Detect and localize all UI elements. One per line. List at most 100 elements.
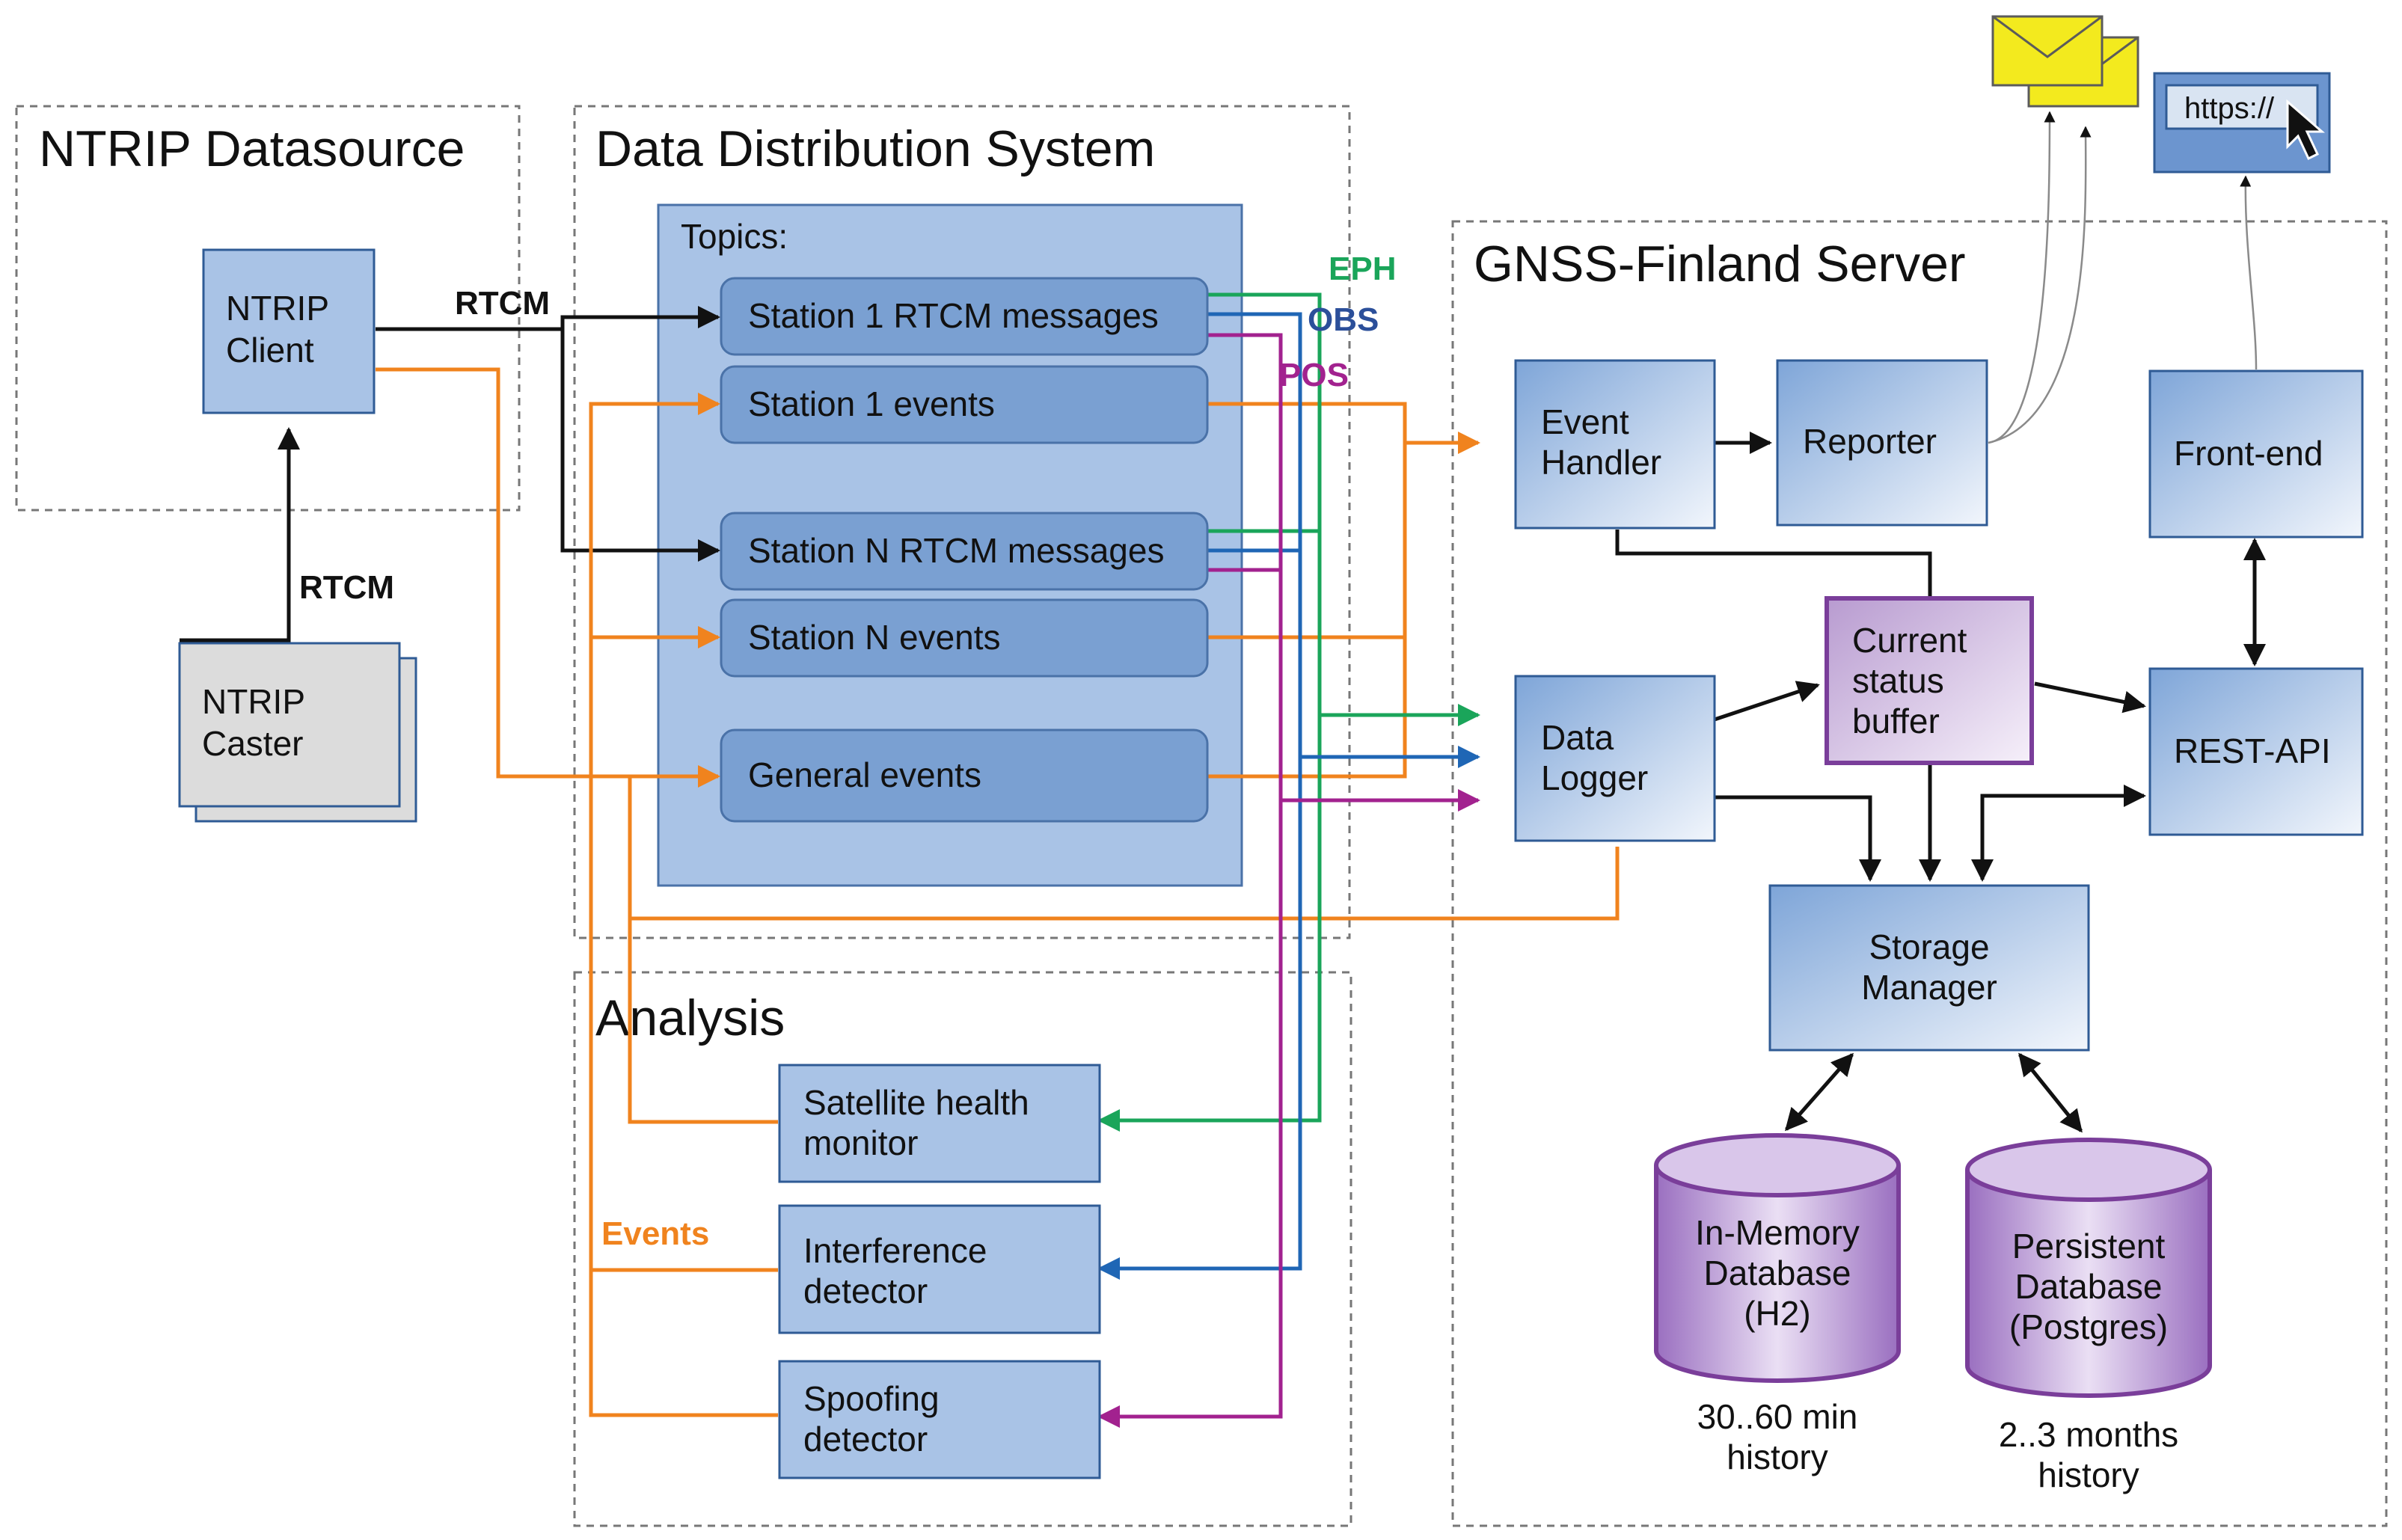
topic-station1-events-label: Station 1 events [748, 384, 995, 423]
status-buffer-line-1: Current [1852, 621, 1967, 660]
interference-line-1: Interference [803, 1231, 987, 1270]
edge-events-to-spoofing [589, 1270, 778, 1417]
persistent-db-line-1: Persistent [2012, 1227, 2166, 1266]
node-interference-detector[interactable]: Interference detector [778, 1204, 1101, 1334]
status-buffer-line-2: status [1852, 661, 1944, 700]
edge-caster-to-client [180, 427, 300, 642]
front-end-label: Front-end [2174, 434, 2323, 473]
group-data-distribution: Data Distribution System [573, 105, 1351, 939]
interference-line-2: detector [803, 1271, 928, 1310]
node-event-handler[interactable]: Event Handler [1514, 359, 1716, 530]
event-handler-line-2: Handler [1541, 443, 1661, 482]
ntrip-caster-line-1: NTRIP [202, 682, 305, 721]
edge-events-to-satellite [628, 776, 778, 1124]
group-title-data-distribution: Data Distribution System [595, 120, 1155, 177]
node-storage-manager[interactable]: Storage Manager [1768, 884, 2090, 1052]
rest-api-label: REST-API [2174, 731, 2331, 770]
node-persistent-database[interactable]: Persistent Database (Postgres) [1965, 1138, 2212, 1398]
ntrip-client-line-2: Client [226, 331, 314, 369]
node-front-end[interactable]: Front-end [2148, 369, 2364, 539]
edge-buffer-to-restapi [2034, 681, 2146, 714]
external-leaders [1988, 111, 2258, 444]
inmemory-caption-line-1: 30..60 min [1697, 1397, 1858, 1436]
node-ntrip-client[interactable]: NTRIP Client [202, 248, 376, 414]
edge-general-events-out [1207, 404, 1407, 779]
event-handler-line-1: Event [1541, 402, 1629, 441]
node-ntrip-caster[interactable]: NTRIP Caster [178, 642, 417, 823]
persistent-db-line-3: (Postgres) [2009, 1307, 2168, 1346]
edge-logger-to-storage [1715, 795, 1881, 882]
cursor-icon [2286, 99, 2326, 161]
persistent-caption-line-1: 2..3 months [1999, 1415, 2178, 1454]
persistent-caption-line-2: history [2038, 1455, 2139, 1494]
edge-label-pos: POS [1279, 357, 1349, 393]
node-inmemory-database[interactable]: In-Memory Database (H2) [1654, 1133, 1901, 1383]
data-logger-line-2: Logger [1541, 758, 1648, 797]
topic-stationn-events[interactable]: Station N events [720, 598, 1209, 678]
edge-station1-events-to-handler [1207, 402, 1480, 454]
node-current-status-buffer[interactable]: Current status buffer [1825, 596, 2034, 765]
spoofing-line-2: detector [803, 1420, 928, 1458]
browser-icon: https:// [2153, 72, 2331, 174]
edge-storage-inmemory [1785, 1052, 1854, 1132]
status-buffer-line-3: buffer [1852, 702, 1940, 740]
inmemory-caption-line-2: history [1727, 1438, 1827, 1476]
group-title-analysis: Analysis [595, 990, 785, 1046]
group-ntrip-datasource: NTRIP Datasource [15, 105, 521, 512]
topic-general-events-label: General events [748, 755, 981, 794]
storage-manager-line-1: Storage [1869, 927, 1989, 966]
topic-stationn-rtcm[interactable]: Station N RTCM messages [720, 512, 1209, 591]
edge-logger-to-buffer [1714, 681, 1820, 722]
topic-station1-rtcm[interactable]: Station 1 RTCM messages [720, 277, 1209, 356]
edge-frontend-to-browser [2240, 175, 2258, 370]
inmemory-db-line-3: (H2) [1744, 1294, 1810, 1333]
group-title-gnss-server: GNSS-Finland Server [1474, 236, 1966, 292]
inmemory-db-line-1: In-Memory [1695, 1213, 1860, 1252]
persistent-db-line-2: Database [2015, 1267, 2163, 1306]
node-data-logger[interactable]: Data Logger [1514, 675, 1716, 842]
satellite-health-line-2: monitor [803, 1123, 918, 1162]
edge-label-obs: OBS [1308, 301, 1379, 338]
url-bar-text: https:// [2184, 92, 2275, 125]
topic-station1-rtcm-label: Station 1 RTCM messages [748, 296, 1159, 335]
edge-storage-persistent [2018, 1052, 2083, 1133]
topics-label: Topics: [681, 217, 788, 256]
edge-eph-to-satellite [1097, 292, 1322, 1132]
ntrip-client-line-1: NTRIP [226, 289, 329, 328]
edge-label-events: Events [601, 1215, 709, 1252]
topic-general-events[interactable]: General events [720, 728, 1209, 823]
inmemory-db-caption: 30..60 min history [1697, 1397, 1858, 1476]
satellite-health-line-1: Satellite health [803, 1083, 1029, 1122]
edge-handler-to-buffer [1615, 530, 1932, 597]
spoofing-line-1: Spoofing [803, 1379, 940, 1418]
edge-obs-to-interference [1097, 312, 1302, 1280]
edge-storage-restapi [1971, 785, 2146, 882]
edge-reporter-to-mail-2 [1988, 126, 2092, 444]
storage-manager-line-2: Manager [1861, 968, 1997, 1007]
topic-stationn-rtcm-label: Station N RTCM messages [748, 531, 1164, 570]
node-reporter[interactable]: Reporter [1776, 359, 1988, 527]
edge-client-to-general-events [376, 367, 720, 788]
group-title-ntrip-datasource: NTRIP Datasource [39, 120, 465, 177]
topic-station1-events[interactable]: Station 1 events [720, 365, 1209, 444]
node-rest-api[interactable]: REST-API [2148, 667, 2364, 836]
node-spoofing-detector[interactable]: Spoofing detector [778, 1360, 1101, 1479]
edge-reporter-to-mail-1 [1988, 111, 2056, 444]
edge-label-rtcm-vertical: RTCM [299, 569, 394, 606]
persistent-db-caption: 2..3 months history [1999, 1415, 2178, 1494]
node-satellite-health-monitor[interactable]: Satellite health monitor [778, 1064, 1101, 1183]
topic-stationn-events-label: Station N events [748, 618, 1001, 657]
data-logger-line-1: Data [1541, 718, 1614, 757]
group-analysis: Analysis [573, 971, 1352, 1527]
edge-pos-to-spoofing [1097, 333, 1283, 1428]
edge-client-to-stationn-rtcm [560, 317, 720, 562]
mail-icon [1991, 15, 2139, 108]
inmemory-db-line-2: Database [1704, 1254, 1851, 1292]
edge-label-eph: EPH [1329, 251, 1396, 287]
group-gnss-server: GNSS-Finland Server [1451, 220, 2388, 1527]
connectors [180, 292, 2266, 1428]
edge-to-station1-events [589, 393, 720, 920]
reporter-label: Reporter [1803, 422, 1937, 461]
ntrip-caster-line-2: Caster [202, 724, 303, 763]
